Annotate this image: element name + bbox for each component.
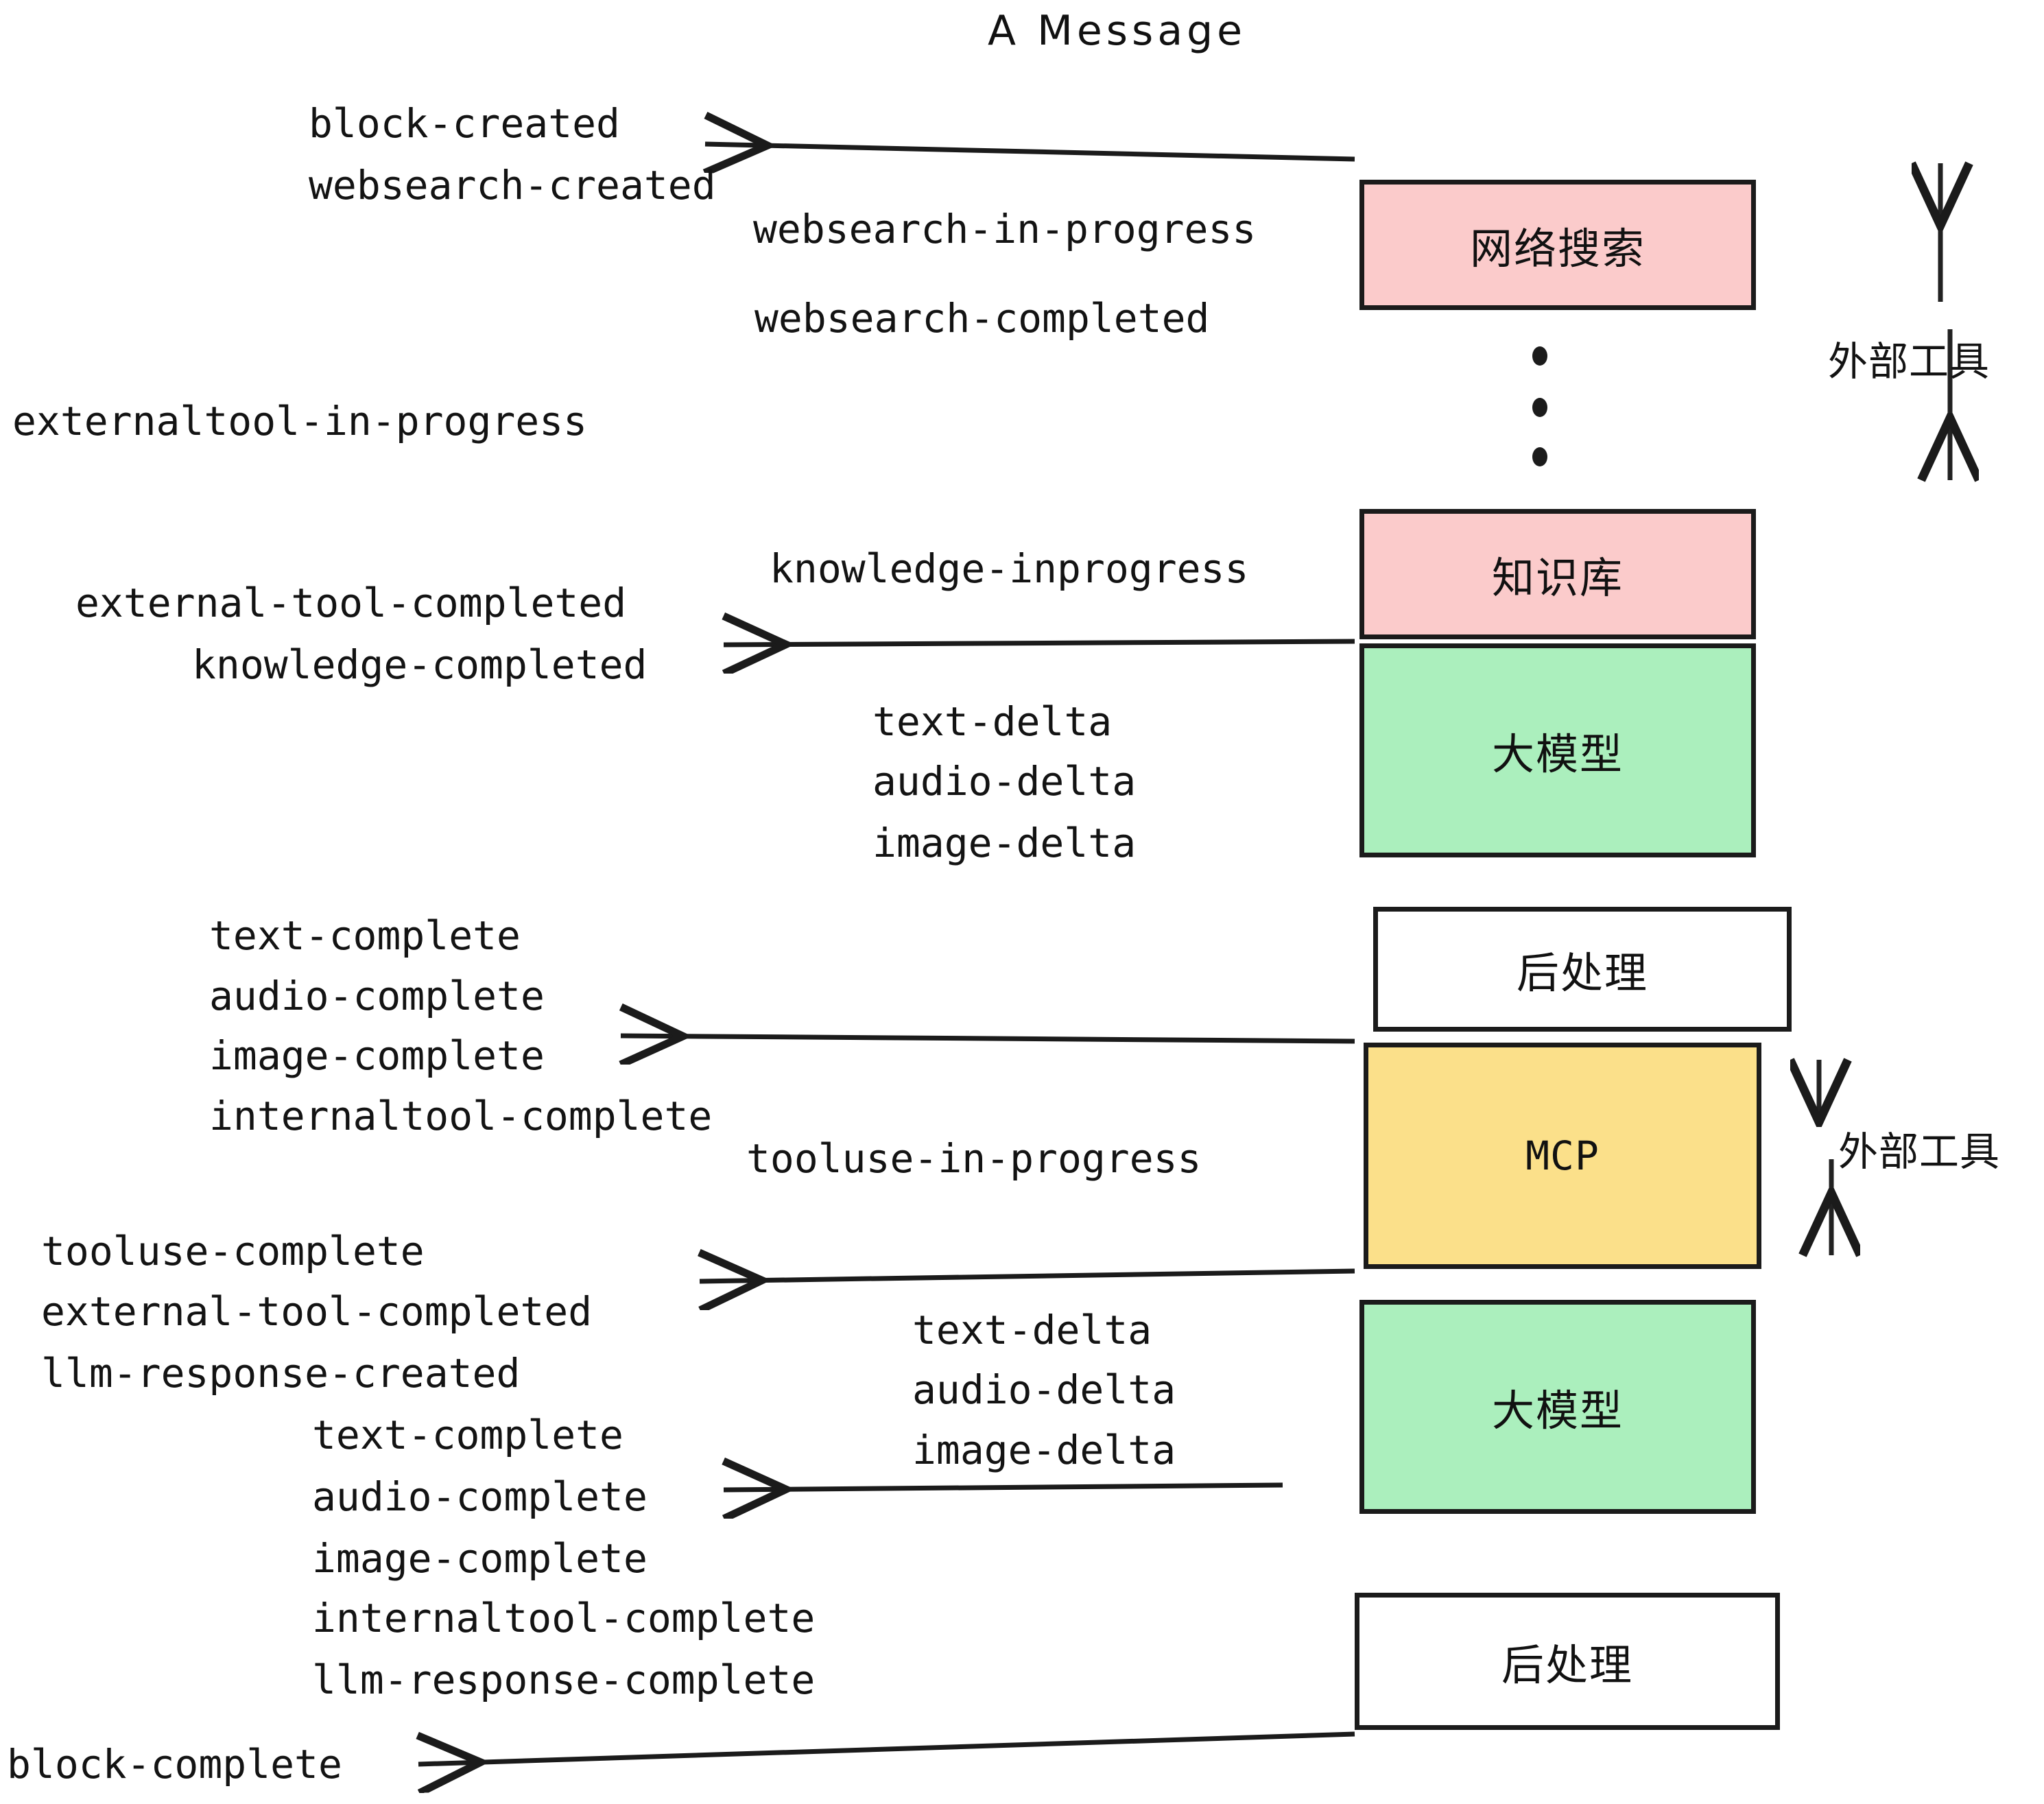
- node-knowledge-label: 知识库: [1491, 553, 1624, 603]
- node-websearch-label: 网络搜索: [1469, 224, 1645, 274]
- event-image-complete-2: image-complete: [312, 1535, 647, 1582]
- event-audio-complete-1: audio-complete: [209, 973, 545, 1019]
- event-websearch-completed: websearch-completed: [754, 295, 1210, 342]
- node-mcp-label: MCP: [1525, 1132, 1600, 1179]
- event-audio-delta-1: audio-delta: [872, 758, 1137, 805]
- event-llm-response-created: llm-response-created: [41, 1350, 521, 1397]
- event-websearch-created: websearch-created: [309, 162, 716, 209]
- node-postprocess-2-label: 后处理: [1501, 1640, 1633, 1690]
- event-externaltool-in-progress: externaltool-in-progress: [12, 398, 588, 444]
- event-text-delta-1: text-delta: [872, 698, 1113, 745]
- node-mcp[interactable]: MCP: [1364, 1043, 1761, 1269]
- event-internaltool-complete-2: internaltool-complete: [312, 1595, 816, 1641]
- event-audio-complete-2: audio-complete: [312, 1473, 647, 1520]
- arrow-block-complete: [418, 1731, 1355, 1764]
- event-websearch-in-progress: websearch-in-progress: [753, 206, 1257, 252]
- node-llm-1-label: 大模型: [1491, 729, 1624, 779]
- node-postprocess-2[interactable]: 后处理: [1355, 1593, 1780, 1730]
- node-postprocess-1-label: 后处理: [1516, 948, 1648, 998]
- event-internaltool-complete-1: internaltool-complete: [209, 1093, 713, 1139]
- event-text-delta-2: text-delta: [912, 1307, 1152, 1353]
- arrow-audio-complete-2: [724, 1485, 1283, 1490]
- event-image-complete-1: image-complete: [209, 1032, 545, 1079]
- arrow-image-complete-1: [621, 1036, 1355, 1041]
- event-external-tool-completed-2: external-tool-completed: [41, 1288, 593, 1335]
- event-llm-response-complete: llm-response-complete: [312, 1657, 816, 1703]
- arrow-knowledge-completed: [724, 641, 1355, 645]
- arrow-websearch-created: [705, 144, 1355, 159]
- node-llm-2-label: 大模型: [1491, 1386, 1624, 1436]
- annotation-external-tools-bottom: 外部工具: [1838, 1128, 2001, 1175]
- event-text-complete-2: text-complete: [312, 1412, 623, 1458]
- ellipsis-dot-1: [1532, 346, 1547, 366]
- event-tooluse-complete: tooluse-complete: [41, 1228, 425, 1274]
- event-block-created: block-created: [309, 100, 620, 147]
- annotation-external-tools-top: 外部工具: [1828, 338, 1990, 385]
- event-tooluse-in-progress: tooluse-in-progress: [746, 1135, 1202, 1182]
- event-audio-delta-2: audio-delta: [912, 1366, 1176, 1413]
- event-external-tool-completed-1: external-tool-completed: [75, 580, 627, 626]
- page-title: A Message: [988, 7, 1247, 55]
- event-image-delta-2: image-delta: [912, 1427, 1176, 1473]
- node-postprocess-1[interactable]: 后处理: [1373, 907, 1792, 1032]
- node-llm-2[interactable]: 大模型: [1359, 1300, 1756, 1514]
- node-knowledge[interactable]: 知识库: [1359, 509, 1756, 639]
- event-text-complete-1: text-complete: [209, 912, 521, 959]
- event-knowledge-completed: knowledge-completed: [192, 641, 647, 688]
- arrow-tooluse-complete: [700, 1271, 1355, 1281]
- event-knowledge-inprogress: knowledge-inprogress: [770, 545, 1249, 592]
- event-image-delta-1: image-delta: [872, 820, 1137, 866]
- event-block-complete: block-complete: [7, 1741, 342, 1788]
- node-llm-1[interactable]: 大模型: [1359, 643, 1756, 857]
- node-websearch[interactable]: 网络搜索: [1359, 180, 1756, 310]
- ellipsis-dot-3: [1532, 447, 1547, 466]
- ellipsis-dot-2: [1532, 398, 1547, 417]
